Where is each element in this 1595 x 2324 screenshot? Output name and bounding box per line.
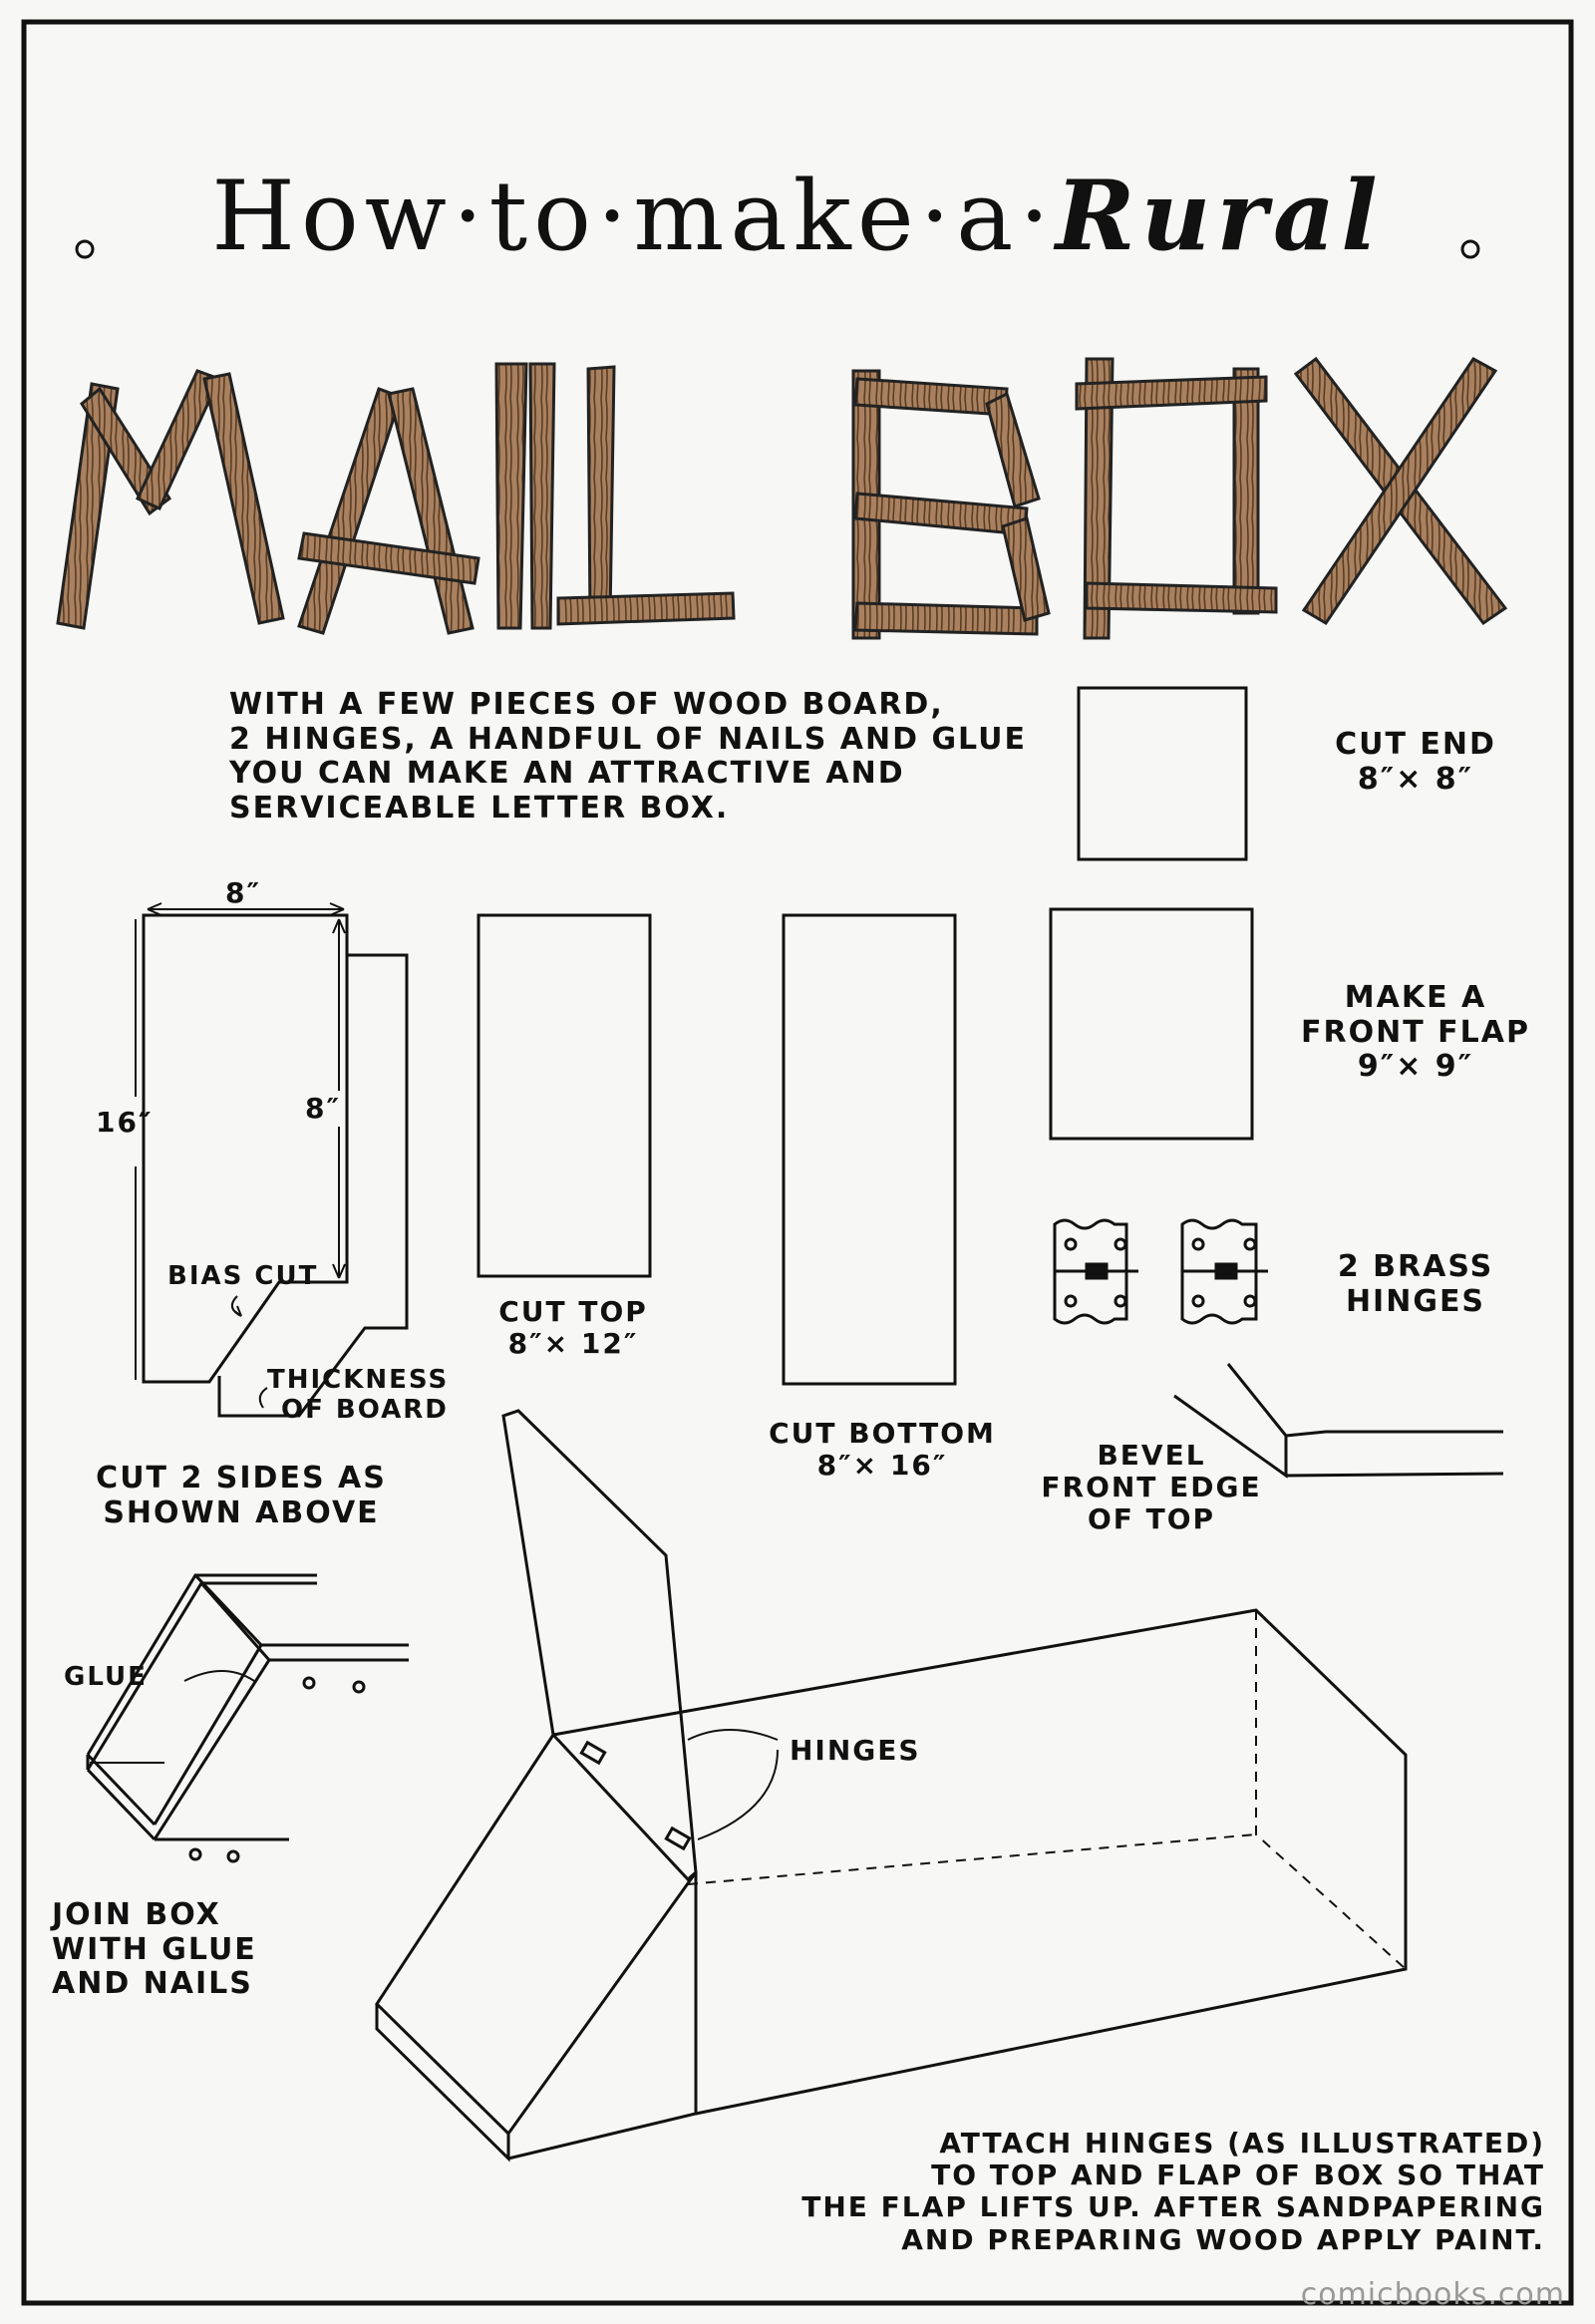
- join-box-drawing: [86, 1573, 409, 1863]
- side-panel-thickness: [217, 953, 409, 1418]
- title-how-to-make: How·to·make·a·: [211, 161, 1056, 272]
- intro-line: serviceable letter box.: [229, 790, 730, 826]
- bevel-edge-drawing: [1173, 1363, 1504, 1479]
- thickness-label: Thickness of board: [267, 1365, 450, 1425]
- bias-cut-label: Bias cut: [167, 1261, 319, 1291]
- front-flap-caption: Make a front flap 9″× 9″: [1301, 980, 1530, 1084]
- log-letter-m: [56, 369, 285, 630]
- side-panel-outline: [142, 913, 349, 1384]
- cut-top-panel: [477, 913, 652, 1278]
- side-cut-label: 8″: [305, 1092, 341, 1125]
- assembly-instructions: Attach hinges (as illustrated) to top an…: [801, 2127, 1545, 2256]
- watermark: comicbooks.com: [1300, 2277, 1565, 2312]
- hinge-2: [1180, 1218, 1268, 1325]
- bevel-caption: Bevel front edge of top: [1041, 1439, 1262, 1536]
- hinges-caption: 2 Brass hinges: [1337, 1249, 1494, 1319]
- cut-top-caption: Cut top 8″× 12″: [498, 1295, 648, 1361]
- log-letter-i: [494, 362, 556, 630]
- title-dot-right: [1460, 239, 1480, 259]
- front-flap-panel: [1049, 907, 1254, 1141]
- title-line-1: How·to·make·a·Rural: [60, 160, 1535, 272]
- title-line-2: MAIL BOX: [0, 0, 1, 1]
- brass-hinges: [1053, 1218, 1268, 1325]
- thickness-arrow: [258, 1387, 268, 1409]
- log-letter-a: [297, 387, 480, 635]
- log-letter-x: [1293, 356, 1508, 626]
- assembled-mailbox-drawing: [375, 1409, 1408, 2162]
- log-letter-o: [1075, 357, 1278, 640]
- title-rural: Rural: [1055, 160, 1384, 272]
- assembly-hinges-label: Hinges: [790, 1734, 921, 1767]
- mailbox-log-lettering: [56, 356, 1508, 640]
- side-height-label: 16″: [96, 1106, 154, 1139]
- glue-label: Glue: [64, 1662, 148, 1692]
- log-letter-l: [556, 365, 736, 626]
- side-panel-caption: Cut 2 sides as shown above: [96, 1461, 387, 1530]
- join-box-caption: Join box with glue and nails: [52, 1897, 257, 2001]
- hinge-1: [1053, 1218, 1138, 1325]
- intro-line: you can make an attractive and: [229, 756, 905, 791]
- glue-arrow: [183, 1670, 255, 1682]
- log-letter-b: [851, 369, 1051, 640]
- side-panel-drawing: [135, 902, 409, 1418]
- cut-end-caption: Cut end 8″× 8″: [1335, 727, 1496, 797]
- page-border: [21, 19, 1574, 2306]
- side-width-label: 8″: [225, 876, 261, 909]
- cut-bottom-caption: Cut bottom 8″× 16″: [769, 1417, 996, 1483]
- cut-end-panel: [1077, 686, 1248, 861]
- intro-text: With a few pieces of wood board, 2 hinge…: [229, 687, 1027, 826]
- hinges-arrow-left: [687, 1729, 779, 1741]
- cut-bottom-panel: [782, 913, 957, 1386]
- hinges-arrow-right: [697, 1749, 779, 1840]
- bias-cut-arrow: [230, 1295, 242, 1317]
- intro-line: 2 hinges, a handful of nails and glue: [229, 721, 1027, 757]
- title-dot-left: [75, 239, 95, 259]
- intro-line: With a few pieces of wood board,: [229, 687, 944, 722]
